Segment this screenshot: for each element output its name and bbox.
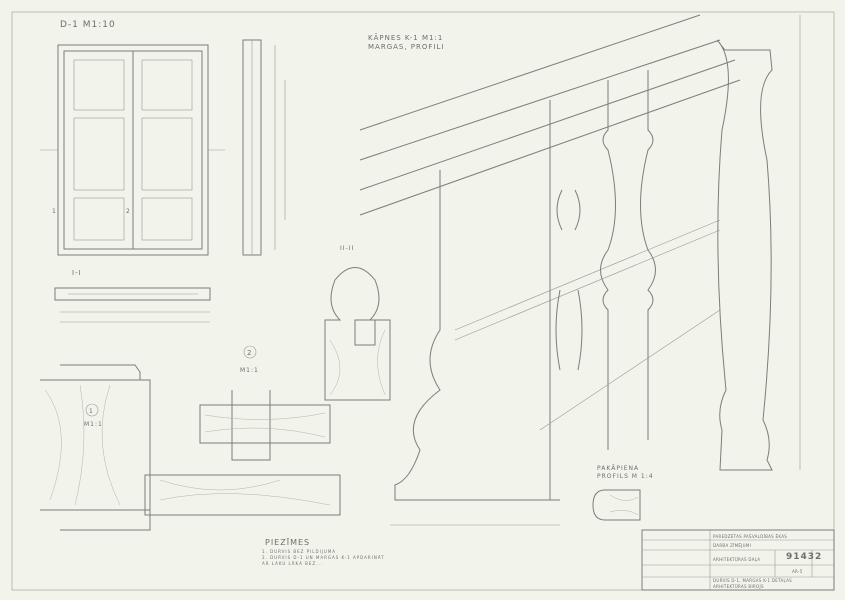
handrail-section [324, 267, 391, 401]
tb-sheet: AR-5 [792, 569, 803, 574]
door-section-label: I-I [72, 269, 82, 277]
railing-title-2: MARGAS, PROFILI [368, 43, 444, 51]
door-vertical-section [242, 39, 286, 256]
detail-1-scale: M1:1 [84, 421, 103, 428]
tb-org: ARHITEKTŪRAS BIROJS [713, 584, 764, 589]
detail-1-section [40, 364, 341, 531]
tb-project: PAREDZĒTAS PAŠVALDĪBAS ĒKAS [713, 534, 787, 539]
railing-elevation [359, 14, 741, 526]
tb-drawing: DURVIS D-1, MARGAS K-1 DETAĻAS [713, 578, 792, 583]
railing-title-1: KĀPNES K-1 M1:1 [368, 33, 443, 42]
door-mark-1: 1 [52, 208, 57, 215]
tb-sheet-title: ARHITEKTŪRAS DAĻA [713, 557, 760, 562]
door-mark-2: 2 [126, 208, 131, 215]
title-block [641, 529, 835, 591]
tb-number: 91432 [786, 552, 822, 562]
detail-2-number: 2 [247, 349, 252, 357]
step-profile-title-2: PROFILS M 1:4 [597, 473, 654, 480]
step-profile-title-1: PAKĀPIENA [597, 465, 639, 472]
step-profile [592, 489, 641, 521]
notes-line-1: 1. DURVIS BEZ PILDIJUMA [262, 549, 336, 554]
notes-line-2: 2. DURVIS D-1 UN MARGAS K-1 APDARINĀT [262, 555, 385, 560]
detail-2-section [199, 390, 331, 461]
detail-2-scale: M1:1 [240, 367, 259, 374]
tb-stage: DARBA ZĪMĒJUMI [713, 543, 751, 548]
baluster-profile [716, 15, 801, 471]
door-title: D-1 M1:10 [60, 20, 116, 30]
door-plan-section [54, 287, 211, 323]
detail-1-number: 1 [89, 408, 94, 415]
notes-line-3: AR LAKU LĀKA BEZ... [262, 561, 323, 566]
handrail-section-label: II-II [340, 245, 354, 252]
notes-title: PIEZĪMES [265, 537, 310, 547]
sheet-border [11, 11, 835, 591]
door-elevation [40, 44, 225, 256]
detail-2-marker [243, 345, 257, 359]
